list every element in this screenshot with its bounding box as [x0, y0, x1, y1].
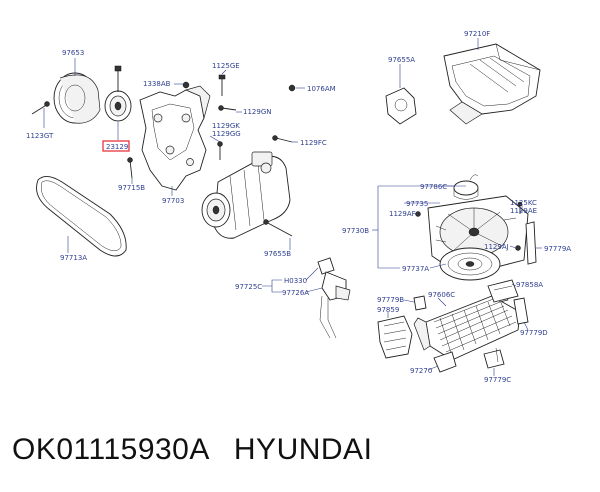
- fan-blade-part[interactable]: [439, 247, 501, 281]
- brand-text: HYUNDAI: [233, 433, 373, 466]
- pressure-switch-part[interactable]: [317, 257, 351, 339]
- label-1076am[interactable]: 1076AM: [307, 85, 336, 93]
- label-97730b[interactable]: 97730B: [342, 227, 369, 235]
- tensioner-pulley-part[interactable]: [104, 65, 132, 122]
- part-labels: 97653 1123GT 23129 97715B 97713A 1338AB …: [26, 30, 571, 384]
- evaporator-case-part[interactable]: [443, 43, 541, 125]
- label-97779d[interactable]: 97779D: [520, 329, 548, 337]
- label-97725c[interactable]: 97725C: [235, 283, 262, 291]
- label-97210f[interactable]: 97210F: [464, 30, 490, 38]
- parts-diagram: 97653 1123GT 23129 97715B 97713A 1338AB …: [26, 30, 571, 384]
- label-97858a[interactable]: 97858A: [516, 281, 543, 289]
- caption: OK01115930A HYUNDAI: [12, 428, 372, 472]
- bolt-1129gk-part[interactable]: [217, 141, 223, 161]
- label-97715b[interactable]: 97715B: [118, 184, 145, 192]
- label-1125kc[interactable]: 1125KC: [510, 199, 537, 207]
- label-1129gg[interactable]: 1129GG: [212, 130, 241, 138]
- bracket-97779c-part[interactable]: [483, 347, 505, 369]
- bolt-97715b-part[interactable]: [127, 157, 133, 179]
- bolt-97655b-part[interactable]: [263, 219, 293, 237]
- label-97779a[interactable]: 97779A: [544, 245, 571, 253]
- bolt-1125ge-part[interactable]: [218, 74, 226, 96]
- bolt-1129fc-part[interactable]: [272, 135, 293, 143]
- label-97726a[interactable]: 97726A: [282, 289, 309, 297]
- label-97779c[interactable]: 97779C: [484, 376, 511, 384]
- part-number-text: OK01115930A: [12, 433, 210, 466]
- label-23129[interactable]: 23129: [106, 143, 128, 151]
- drive-belt-part[interactable]: [36, 176, 127, 257]
- bolt-1123gt-part[interactable]: [31, 101, 50, 115]
- seal-97270-part[interactable]: [433, 351, 457, 373]
- seal-97859-part[interactable]: [377, 315, 413, 359]
- label-97713a[interactable]: 97713A: [60, 254, 87, 262]
- label-1129aj[interactable]: 1129AJ: [484, 243, 509, 251]
- label-1129ae[interactable]: 1129AE: [510, 207, 537, 215]
- label-97606c[interactable]: 97606C: [428, 291, 455, 299]
- label-97859[interactable]: 97859: [377, 306, 399, 314]
- bolt-1129aj-part[interactable]: [515, 245, 521, 251]
- bolt-1129gn-part[interactable]: [218, 105, 237, 111]
- highlight-box-23129: [102, 140, 130, 152]
- label-1129af[interactable]: 1129AF: [389, 210, 416, 218]
- label-97270[interactable]: 97270: [410, 367, 432, 375]
- bracket-97858a-part[interactable]: [487, 279, 519, 303]
- label-97703[interactable]: 97703: [162, 197, 184, 205]
- label-97653[interactable]: 97653: [62, 49, 84, 57]
- label-1123gt[interactable]: 1123GT: [26, 132, 54, 140]
- label-97737a[interactable]: 97737A: [402, 265, 429, 273]
- leader-lines: [43, 38, 542, 376]
- pulley-cover-part[interactable]: [53, 72, 101, 124]
- bracket-97779d-part[interactable]: [513, 297, 529, 325]
- label-97655a[interactable]: 97655A: [388, 56, 415, 64]
- ac-compressor-part[interactable]: [201, 151, 291, 239]
- label-1129gk[interactable]: 1129GK: [212, 122, 240, 130]
- bracket-97779b-part[interactable]: [413, 295, 427, 311]
- label-1338ab[interactable]: 1338AB: [143, 80, 171, 88]
- label-97786c[interactable]: 97786C: [420, 183, 447, 191]
- fan-motor-part[interactable]: [453, 174, 479, 200]
- bolt-1125kc-part[interactable]: [517, 201, 523, 214]
- label-97779b[interactable]: 97779B: [377, 296, 404, 304]
- label-1125ge[interactable]: 1125GE: [212, 62, 240, 70]
- bolt-1338ab-part[interactable]: [182, 81, 190, 89]
- label-h0330[interactable]: H0330: [284, 277, 307, 285]
- plug-1076am-part[interactable]: [288, 84, 296, 92]
- label-97735[interactable]: 97735: [406, 200, 428, 208]
- label-1129gn[interactable]: 1129GN: [243, 108, 271, 116]
- gasket-97655a-part[interactable]: [385, 87, 417, 125]
- bracket-97779a-part[interactable]: [525, 221, 537, 265]
- label-1129fc[interactable]: 1129FC: [300, 139, 327, 147]
- label-97655b[interactable]: 97655B: [264, 250, 291, 258]
- compressor-bracket-part[interactable]: [139, 85, 211, 191]
